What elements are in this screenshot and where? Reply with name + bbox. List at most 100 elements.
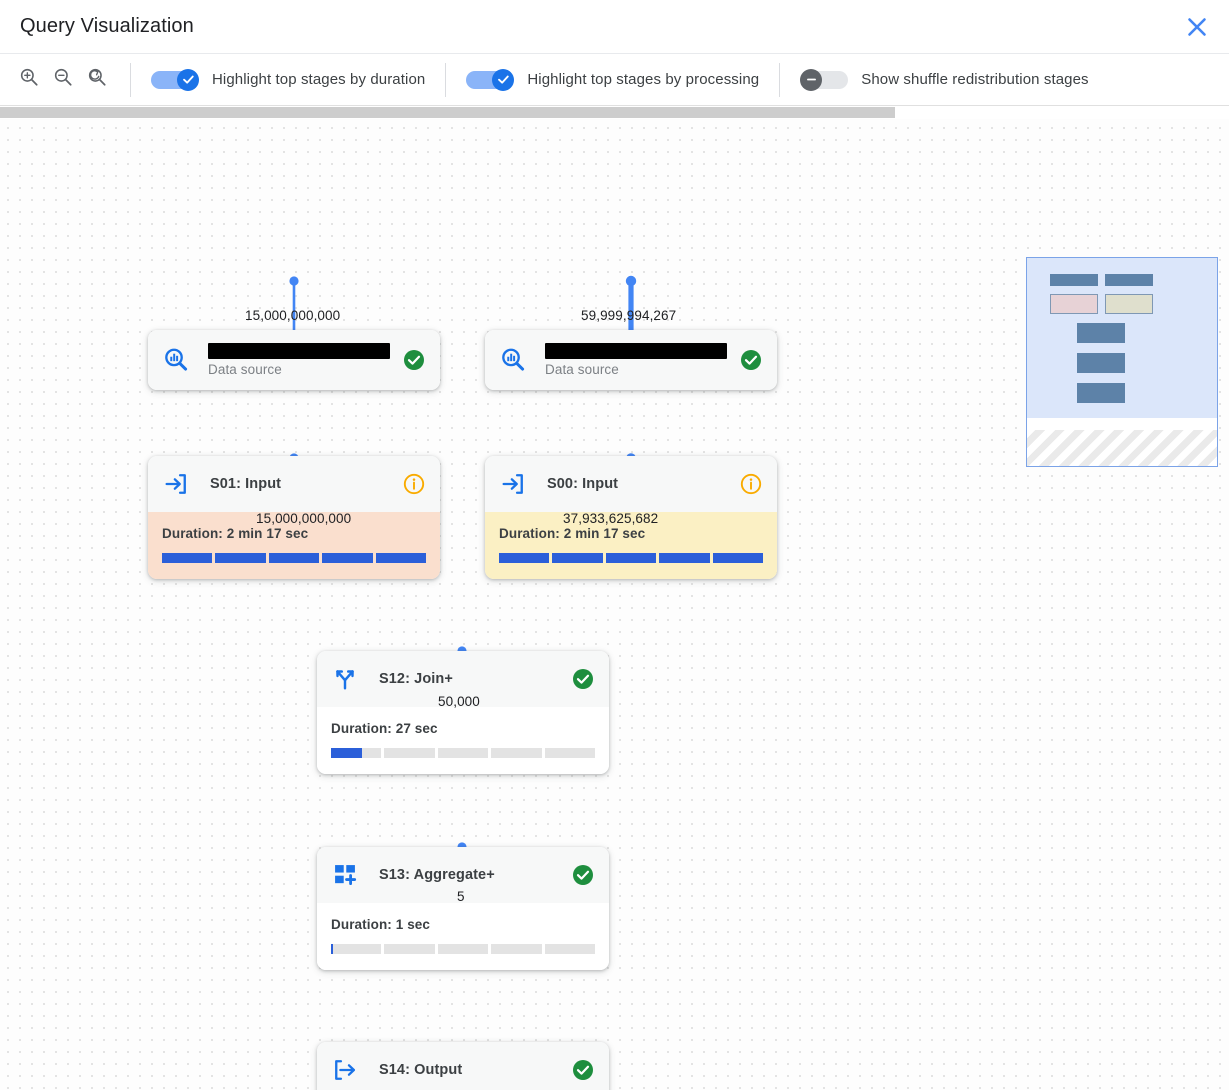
progress-segment [384,748,435,758]
progress-segment [215,553,266,563]
duration-progress-bar [499,553,764,563]
visualization-toolbar: Highlight top stages by duration Highlig… [0,53,1229,106]
progress-segment [552,553,603,563]
duration-progress-bar [331,944,596,954]
node-title: S01: Input [210,476,282,492]
node-title: S00: Input [547,476,619,492]
minimap-node [1077,353,1125,373]
edge-label-s12-s13: 50,000 [438,694,480,709]
status-badge-info[interactable] [739,472,763,496]
progress-segment [331,944,382,954]
status-badge-info[interactable] [402,472,426,496]
node-body: Duration: 2 min 17 sec [148,512,440,579]
node-stage-s12-join[interactable]: S12: Join+ Duration: 27 sec [317,651,609,774]
zoom-reset-button[interactable] [80,63,114,97]
duration-label: Duration: 2 min 17 sec [499,526,646,541]
graph-minimap[interactable] [1026,257,1218,467]
progress-segment [712,553,764,563]
close-icon [1186,16,1208,38]
zoom-in-icon [18,66,40,93]
status-badge-success [402,348,426,372]
node-stage-s14-output[interactable]: S14: Output Duration: 0.46 sec [317,1042,609,1090]
progress-segment [331,748,382,758]
redacted-table-name [545,343,727,359]
node-stage-s00-input[interactable]: S00: Input Duration: 2 min 17 sec [485,456,777,579]
edge-label-dsleft-s01: 15,000,000,000 [245,308,341,323]
progress-segment [659,553,710,563]
status-badge-success [571,863,595,887]
node-header: Data source [485,330,777,390]
duration-label: Duration: 1 sec [331,917,431,932]
horizontal-scrollbar-thumb[interactable] [0,107,895,118]
progress-segment [491,748,542,758]
minimap-node-highlight-yellow [1105,294,1153,314]
switch-knob [177,68,199,91]
zoom-out-button[interactable] [46,63,80,97]
close-button[interactable] [1179,9,1215,45]
node-stage-s01-input[interactable]: S01: Input Duration: 2 min 17 sec [148,456,440,579]
node-header: S12: Join+ [317,651,609,707]
node-header: S00: Input [485,456,777,512]
toggle-switch-shuffle[interactable] [800,68,849,91]
progress-segment [437,748,489,758]
page-title: Query Visualization [20,15,194,37]
node-title: S14: Output [379,1062,463,1078]
node-data-source-right[interactable]: Data source [485,330,777,390]
toggle-highlight-duration[interactable]: Highlight top stages by duration [137,54,439,105]
node-stage-s13-aggregate[interactable]: S13: Aggregate+ Duration: 1 sec [317,847,609,970]
toggle-highlight-processing[interactable]: Highlight top stages by processing [452,54,773,105]
node-title: S13: Aggregate+ [379,867,495,883]
data-source-icon [499,346,529,374]
toggle-label-duration: Highlight top stages by duration [212,71,426,88]
progress-segment [268,553,320,563]
output-icon [331,1056,361,1084]
duration-label: Duration: 2 min 17 sec [162,526,309,541]
switch-knob [492,68,515,91]
minimap-node [1077,323,1125,343]
toggle-label-shuffle: Show shuffle redistribution stages [861,71,1089,88]
data-source-subtitle: Data source [545,362,619,377]
progress-segment [544,748,596,758]
aggregate-icon [331,861,361,889]
horizontal-scrollbar[interactable] [0,106,1229,119]
data-source-text: Data source [545,343,739,377]
progress-segment [162,553,213,563]
edge-label-dsright-s00: 59,999,994,267 [581,308,677,323]
node-body: Duration: 2 min 17 sec [485,512,777,579]
edge-label-s13-s14: 5 [457,889,465,904]
progress-segment [437,944,489,954]
node-data-source-left[interactable]: Data source [148,330,440,390]
input-icon [162,470,192,498]
node-header: S01: Input [148,456,440,512]
minimap-node-highlight-peach [1050,294,1098,314]
minimap-node [1050,274,1098,286]
duration-progress-bar [162,553,427,563]
edge-label-s00-s12: 37,933,625,682 [563,511,659,526]
data-source-subtitle: Data source [208,362,282,377]
data-source-icon [162,346,192,374]
node-header: S14: Output [317,1042,609,1090]
toggle-switch-duration[interactable] [151,68,199,91]
status-badge-success [571,667,595,691]
minimap-node [1105,274,1153,286]
zoom-reset-icon [86,66,108,93]
duration-progress-bar [331,748,596,758]
toggle-switch-processing[interactable] [466,68,515,91]
node-header: Data source [148,330,440,390]
redacted-table-name [208,343,390,359]
minimap-node [1077,383,1125,403]
dialog-title-bar: Query Visualization [0,0,1229,53]
toolbar-divider-1 [130,62,131,97]
edge-label-s01-s12: 15,000,000,000 [256,511,352,526]
progress-segment [491,944,542,954]
progress-segment [384,944,435,954]
switch-knob [800,68,823,91]
duration-label: Duration: 27 sec [331,721,438,736]
progress-segment [499,553,550,563]
status-badge-success [739,348,763,372]
graph-canvas[interactable]: Data source [0,119,1229,1090]
data-source-text: Data source [208,343,402,377]
zoom-in-button[interactable] [12,63,46,97]
join-icon [331,665,361,693]
toggle-show-shuffle-stages[interactable]: Show shuffle redistribution stages [786,54,1102,105]
